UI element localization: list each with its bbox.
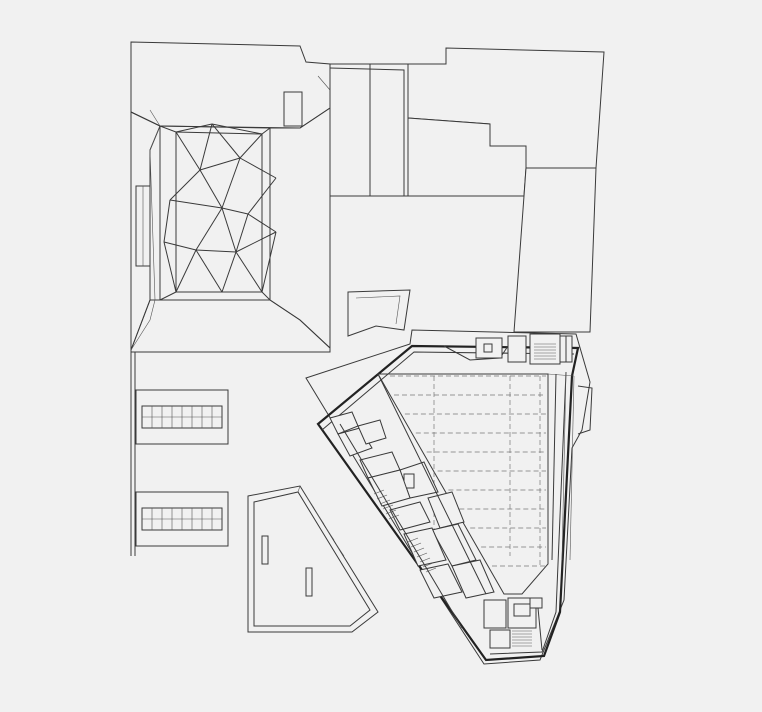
block-a	[329, 63, 409, 197]
building-envelope	[316, 344, 580, 662]
roof-skylight	[283, 91, 303, 127]
site-outline	[305, 329, 591, 665]
neighbour-blocks	[329, 47, 605, 337]
bench-2	[305, 567, 313, 597]
gate-structure	[347, 289, 411, 337]
pavilion-roof-lower	[135, 491, 229, 547]
courtyard-triangulated-frame	[159, 123, 277, 301]
roof-south	[130, 299, 331, 353]
roof-west	[130, 111, 161, 351]
parking-hall	[377, 373, 549, 595]
block-c	[407, 117, 527, 197]
historic-cloister-building	[130, 41, 331, 353]
roof-east	[269, 107, 331, 350]
west-boundary	[130, 352, 136, 556]
plaza-garden	[247, 485, 379, 633]
pavilion-roof-upper	[135, 389, 229, 445]
north-stair	[534, 343, 556, 360]
new-building	[305, 329, 593, 665]
parking-stalls	[390, 375, 546, 567]
west-wing-rooms	[329, 411, 495, 599]
south-stair	[512, 630, 532, 647]
west-wing-stairs	[373, 489, 437, 573]
block-d	[513, 167, 597, 333]
south-service-rooms	[483, 597, 543, 651]
north-service-rooms	[443, 333, 573, 365]
roof-north	[130, 41, 331, 129]
bench-1	[261, 535, 269, 565]
